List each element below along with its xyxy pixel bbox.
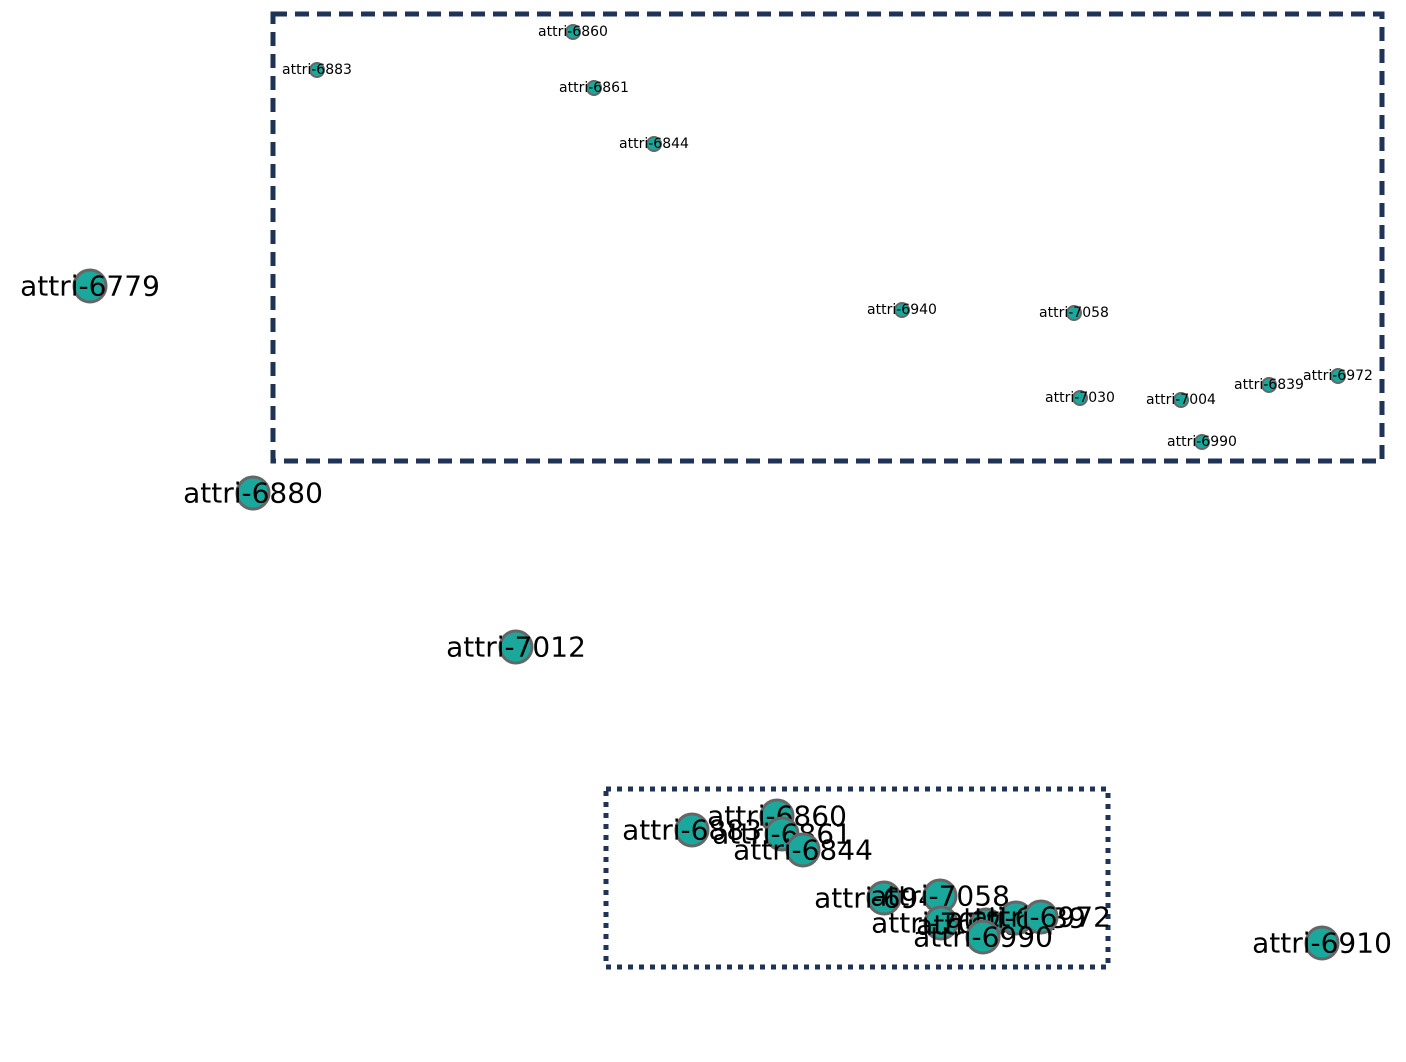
node-label: attri-7030 <box>1045 390 1115 406</box>
node-circle <box>309 62 325 78</box>
node-circle <box>866 880 902 916</box>
node-label: attri-6860 <box>538 24 608 40</box>
outer-nodes: attri-6779 attri-6880 attri-7012 attri-6910 <box>20 268 1392 961</box>
node-label: attri-7012 <box>446 631 586 664</box>
zoom-node-attri-6860: attri-6860 <box>538 24 608 40</box>
node-circle <box>1194 434 1210 450</box>
node-label: attri-6844 <box>733 834 873 867</box>
node-circle <box>785 832 821 868</box>
node-label: attri-6779 <box>20 270 160 303</box>
node-label: attri-6940 <box>867 302 937 318</box>
zoom-node-attri-6839: attri-6839 <box>1234 377 1304 393</box>
node-label: attri-6861 <box>559 80 629 96</box>
node-label: attri-7004 <box>1146 392 1216 408</box>
source-node-attri-6883: attri-6883 <box>622 812 762 848</box>
node-label: attri-6910 <box>1252 927 1392 960</box>
node-label: attri-6990 <box>913 921 1053 954</box>
node-label: attri-6990 <box>1167 434 1237 450</box>
node-circle <box>235 475 271 511</box>
node-label: attri-6839 <box>1234 377 1304 393</box>
node-circle <box>498 629 534 665</box>
node-label: attri-6883 <box>622 814 762 847</box>
node-circle <box>565 24 581 40</box>
zoom-node-attri-6861: attri-6861 <box>559 80 629 96</box>
node-label: attri-6861 <box>712 818 852 851</box>
node-circle <box>674 812 710 848</box>
node-circle <box>1330 368 1346 384</box>
zoom-node-attri-6940: attri-6940 <box>867 302 937 318</box>
node-circle <box>586 80 602 96</box>
zoom-node-attri-6844: attri-6844 <box>619 136 689 152</box>
node-circle <box>646 136 662 152</box>
node-circle <box>1304 925 1340 961</box>
node-circle <box>1072 390 1088 406</box>
node-label: attri-6883 <box>282 62 352 78</box>
zoom-node-attri-6990: attri-6990 <box>1167 434 1237 450</box>
source-cluster-nodes: attri-6883attri-6860attri-6861attri-6844… <box>622 798 1111 955</box>
zoom-node-attri-6972: attri-6972 <box>1303 368 1373 384</box>
outer-node-attri-6880: attri-6880 <box>183 475 323 511</box>
node-label: attri-6844 <box>619 136 689 152</box>
node-circle <box>72 268 108 304</box>
zoomed-cluster-box <box>270 11 1385 464</box>
source-node-attri-6972: attri-6972 <box>971 899 1111 935</box>
outer-node-attri-6779: attri-6779 <box>20 268 160 304</box>
node-label: attri-7058 <box>1039 305 1109 321</box>
source-node-attri-6990: attri-6990 <box>913 919 1053 955</box>
outer-node-attri-7012: attri-7012 <box>446 629 586 665</box>
zoom-node-attri-6883: attri-6883 <box>282 62 352 78</box>
node-circle <box>1023 899 1059 935</box>
outer-node-attri-6910: attri-6910 <box>1252 925 1392 961</box>
node-circle <box>1173 392 1189 408</box>
zoomed-cluster-nodes: attri-6883 attri-6860 attri-6861 attri-6844… <box>282 24 1373 450</box>
node-circle <box>894 302 910 318</box>
node-circle <box>923 905 959 941</box>
zoom-node-attri-7004: attri-7004 <box>1146 392 1216 408</box>
node-label: attri-6972 <box>1303 368 1373 384</box>
node-label: attri-6880 <box>183 477 323 510</box>
zoom-node-attri-7058: attri-7058 <box>1039 305 1109 321</box>
node-circle <box>1066 305 1082 321</box>
node-circle <box>965 919 1001 955</box>
node-circle <box>1261 377 1277 393</box>
source-node-attri-6844: attri-6844 <box>733 832 873 868</box>
zoom-node-attri-7030: attri-7030 <box>1045 390 1115 406</box>
